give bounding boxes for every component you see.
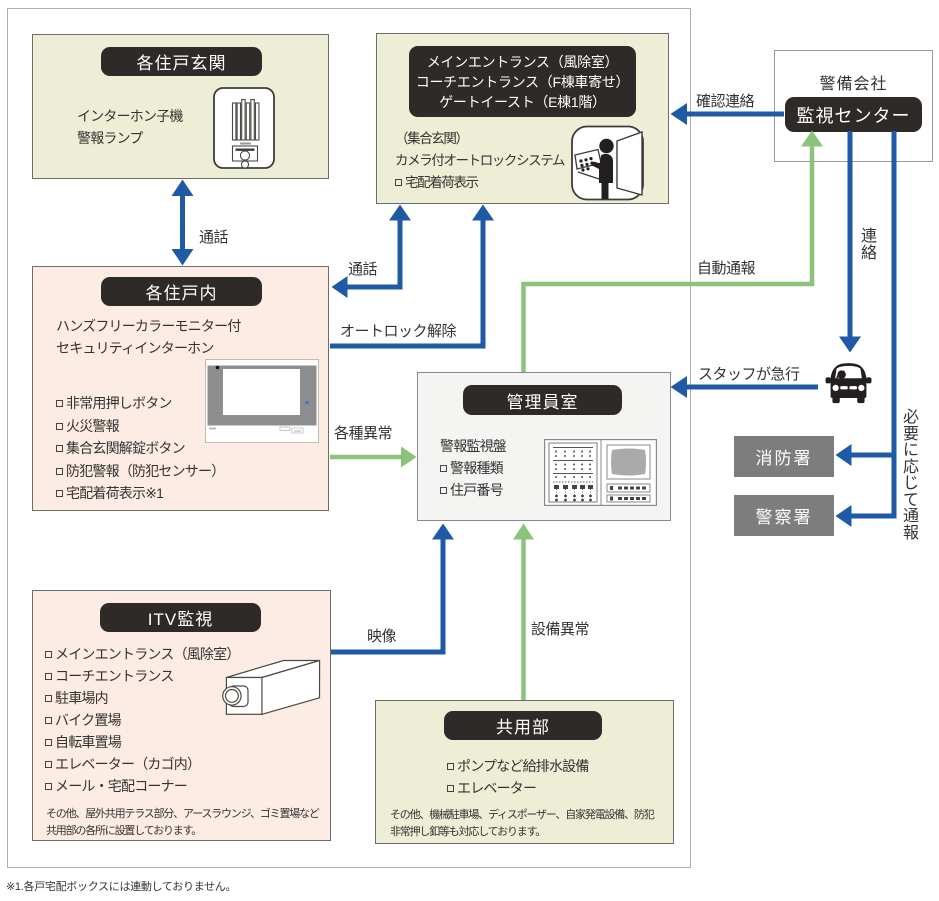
arrow-contact: [839, 131, 861, 353]
square-bullet: [45, 651, 52, 658]
square-bullet: [45, 761, 52, 768]
manager-room-box: 管理員室 警報監視盤 警報種類 住戸番号: [417, 372, 671, 521]
unit-interior-label: 各住戸内: [101, 277, 262, 306]
square-bullet: [56, 445, 63, 452]
main-entrance-box: メインエントランス（風除室） コーチエントランス（F棟車寄せ） ゲートイースト（…: [376, 33, 669, 204]
diagram-outer-frame: [7, 8, 691, 868]
car-icon: [824, 359, 873, 409]
square-bullet: [447, 785, 454, 792]
unit-entrance-label: 各住戸玄関: [101, 47, 262, 76]
arrow-label-autolock-release: オートロック解除: [340, 323, 457, 340]
square-bullet: [440, 487, 447, 494]
doorphone-icon: [213, 87, 275, 174]
square-bullet: [395, 179, 402, 186]
arrow-label-confirmation-contact: 確認連絡: [696, 93, 755, 110]
manager-room-text: 警報監視盤 警報種類 住戸番号: [440, 438, 507, 498]
control-panel-icon: [544, 439, 658, 511]
square-bullet: [45, 739, 52, 746]
square-bullet: [440, 465, 447, 472]
itv-box: ITV監視 メインエントランス（風除室） コーチエントランス 駐車場内 バイク置…: [32, 590, 331, 841]
monitoring-center-label: 監視センター: [785, 97, 922, 132]
unit-interior-box: 各住戸内 ハンズフリーカラーモニター付 セキュリティインターホン 非常用押しボタ…: [32, 266, 329, 511]
security-company-title: 警備会社: [819, 76, 888, 93]
itv-items: メインエントランス（風除室） コーチエントランス 駐車場内 バイク置場 自転車置…: [45, 643, 240, 797]
unit-interior-text: ハンズフリーカラーモニター付 セキュリティインターホン: [56, 318, 241, 356]
square-bullet: [45, 673, 52, 680]
square-bullet: [45, 717, 52, 724]
unit-entrance-box: 各住戸玄関 インターホン子機 警報ランプ: [32, 34, 329, 179]
arrow-label-contact: 連絡: [860, 228, 877, 262]
arrow-label-auto-report: 自動通報: [697, 260, 756, 277]
itv-label: ITV監視: [100, 603, 261, 632]
police-station-box: 警察署: [734, 495, 834, 536]
square-bullet: [447, 763, 454, 770]
arrow-label-staff-rush: スタッフが急行: [698, 366, 800, 383]
common-area-box: 共用部 ポンプなど給排水設備 エレベーター その他、機械駐車場、ディスポーザー、…: [375, 700, 674, 844]
common-area-note: その他、機械駐車場、ディスポーザー、自家発電設備、防犯 非常押し釦等も対応してお…: [390, 809, 655, 838]
arrow-label-equipment-alarm: 設備異常: [531, 621, 590, 638]
arrow-label-call-entrance: 通話: [348, 261, 378, 278]
arrow-label-various-alarm: 各種異常: [334, 425, 393, 442]
itv-note: その他、屋外共用テラス部分、アースラウンジ、ゴミ置場など 共用部の各所に設置して…: [46, 808, 320, 837]
square-bullet: [56, 422, 63, 430]
square-bullet: [45, 695, 52, 702]
intercom-monitor-icon: [205, 359, 319, 448]
common-area-items: ポンプなど給排水設備 エレベーター: [447, 755, 589, 799]
square-bullet: [45, 783, 52, 790]
arrow-label-video: 映像: [367, 628, 397, 645]
autolock-person-icon: [571, 125, 651, 206]
arrow-label-report-as-needed: 必要に応じて通報: [902, 409, 919, 542]
fire-station-box: 消防署: [734, 436, 834, 477]
square-bullet: [56, 490, 63, 497]
footnote: ※1.各戸宅配ボックスには連動しておりません。: [6, 881, 237, 893]
square-bullet: [56, 467, 63, 475]
unit-interior-items: 非常用押しボタン 火災警報 集合玄関解錠ボタン 防犯警報（防犯センサー） 宅配着…: [56, 392, 225, 505]
square-bullet: [56, 400, 63, 407]
main-entrance-text: （集合玄関） カメラ付オートロックシステム 宅配着荷表示: [395, 131, 565, 190]
common-area-label: 共用部: [444, 711, 602, 740]
manager-room-label: 管理員室: [463, 385, 622, 415]
main-entrance-label: メインエントランス（風除室） コーチエントランス（F棟車寄せ） ゲートイースト（…: [409, 46, 636, 117]
arrow-report-as-needed: [835, 131, 897, 527]
arrow-label-call-unit: 通話: [199, 229, 229, 246]
unit-entrance-text: インターホン子機 警報ランプ: [77, 108, 183, 146]
security-company-box: 警備会社 監視センター: [774, 50, 933, 162]
camera-icon: [221, 655, 323, 723]
